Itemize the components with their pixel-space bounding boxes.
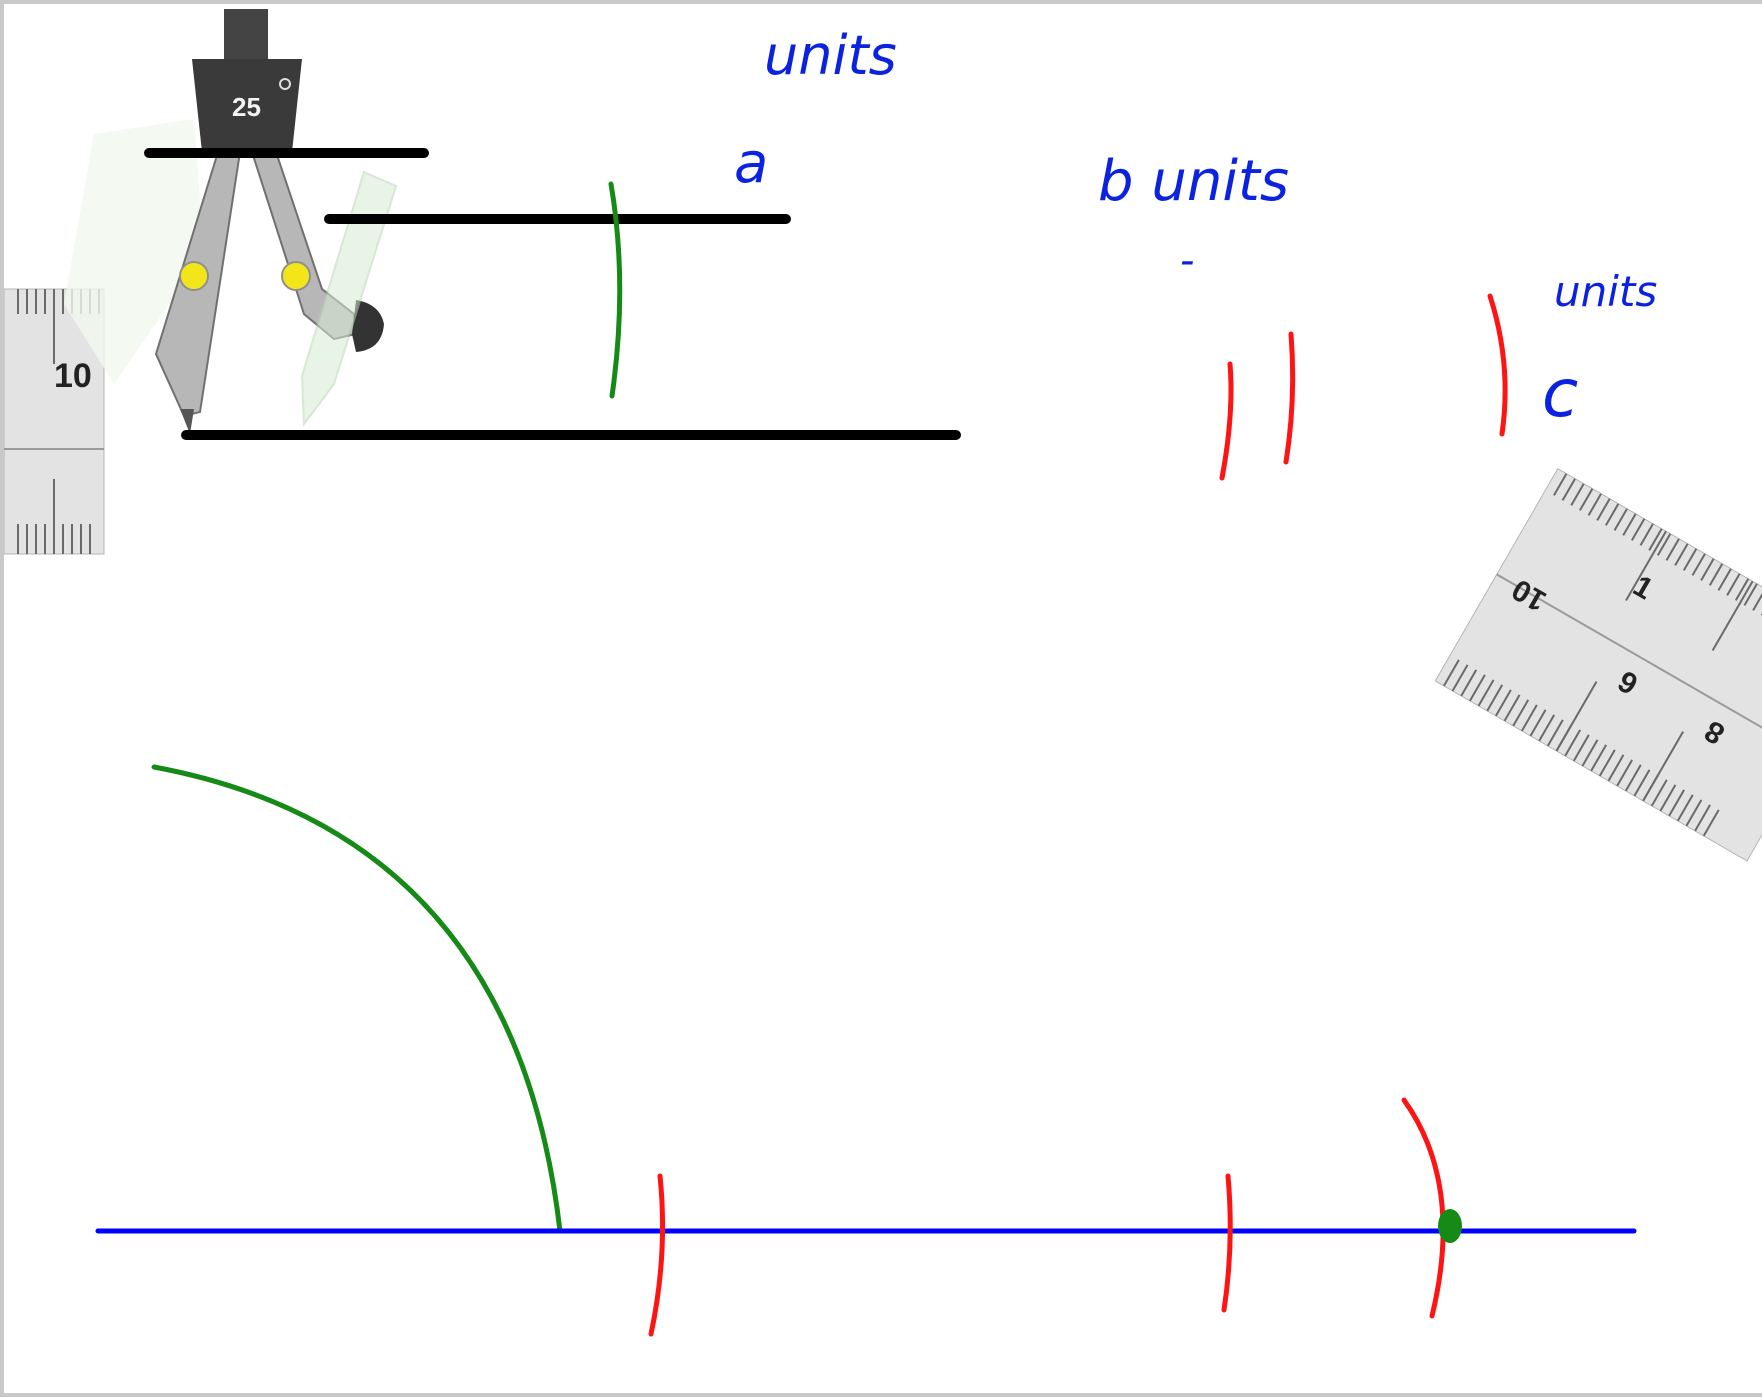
compass-needle-tip bbox=[180, 409, 194, 434]
intersection-point[interactable] bbox=[1438, 1209, 1462, 1243]
ruler-left-label: 10 bbox=[54, 357, 92, 395]
arc-red-top-2[interactable] bbox=[1283, 331, 1296, 465]
compass-hinge-icon bbox=[279, 78, 291, 90]
arc-red-bottom-1[interactable] bbox=[648, 1173, 666, 1337]
compass-needle-joint[interactable] bbox=[179, 261, 209, 291]
compass-lock-knob[interactable] bbox=[352, 300, 384, 352]
compass-handle[interactable] bbox=[224, 9, 268, 59]
compass-tool[interactable]: 25 bbox=[64, 9, 398, 434]
annotation-c: c bbox=[1542, 355, 1578, 432]
compass-head[interactable] bbox=[192, 59, 302, 152]
arc-red-bottom-2[interactable] bbox=[1221, 1173, 1233, 1313]
arc-green-quarter[interactable] bbox=[151, 764, 563, 1234]
arc-red-top-3[interactable] bbox=[1487, 293, 1508, 437]
annotation-units-small: units bbox=[1554, 267, 1657, 316]
arc-red-bottom-3[interactable] bbox=[1401, 1097, 1446, 1319]
annotation-a: a bbox=[734, 131, 768, 196]
annotation-b-dash: - bbox=[1180, 238, 1194, 284]
annotation-units-top: units bbox=[764, 24, 897, 87]
pencil-icon bbox=[300, 170, 398, 427]
arc-red-top-1[interactable] bbox=[1219, 361, 1234, 481]
annotation-b-units: b units bbox=[1098, 149, 1289, 214]
ruler-right[interactable]: 1 10 6 8 bbox=[1434, 468, 1762, 862]
arc-green-top[interactable] bbox=[608, 181, 623, 399]
compass-radius-readout: 25 bbox=[232, 92, 261, 122]
compass-pencil-joint[interactable] bbox=[281, 261, 311, 291]
